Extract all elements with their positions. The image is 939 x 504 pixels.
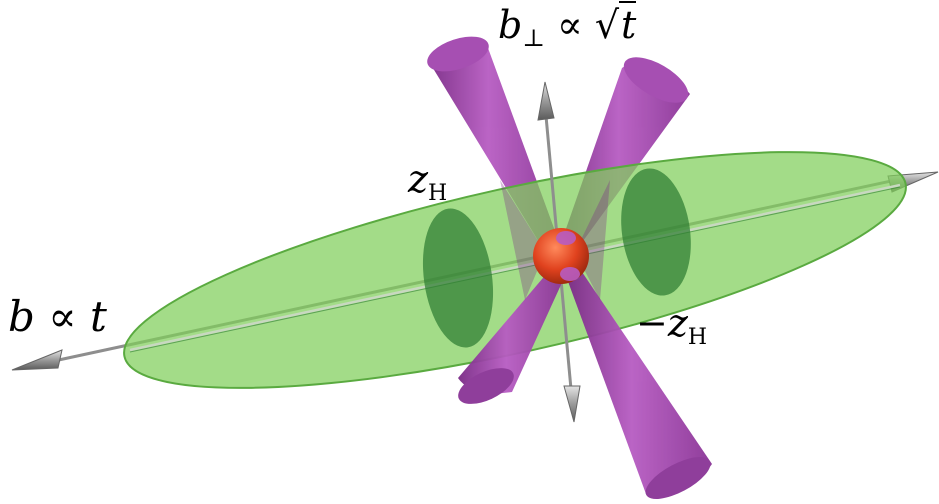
label-b-long: b ∝ t: [8, 292, 107, 341]
label-b-perp: b⊥ ∝ √t: [498, 1, 637, 52]
cross-sections: [422, 168, 691, 348]
core-sphere: [533, 228, 589, 284]
label-z-h-positive: zH: [408, 157, 448, 206]
cone-lower-left: [458, 272, 565, 394]
cones-front: [458, 180, 712, 499]
cross-section-left: [422, 208, 494, 348]
ellipsoid: [123, 151, 907, 389]
cross-section-right: [621, 168, 691, 296]
axis-arrowhead-left: [11, 349, 63, 371]
label-z-h-negative: −zH: [636, 301, 708, 350]
cone-lower-right: [566, 272, 712, 495]
transverse-arrowhead-top: [537, 81, 555, 121]
transverse-arrowhead-bottom: [563, 385, 581, 423]
